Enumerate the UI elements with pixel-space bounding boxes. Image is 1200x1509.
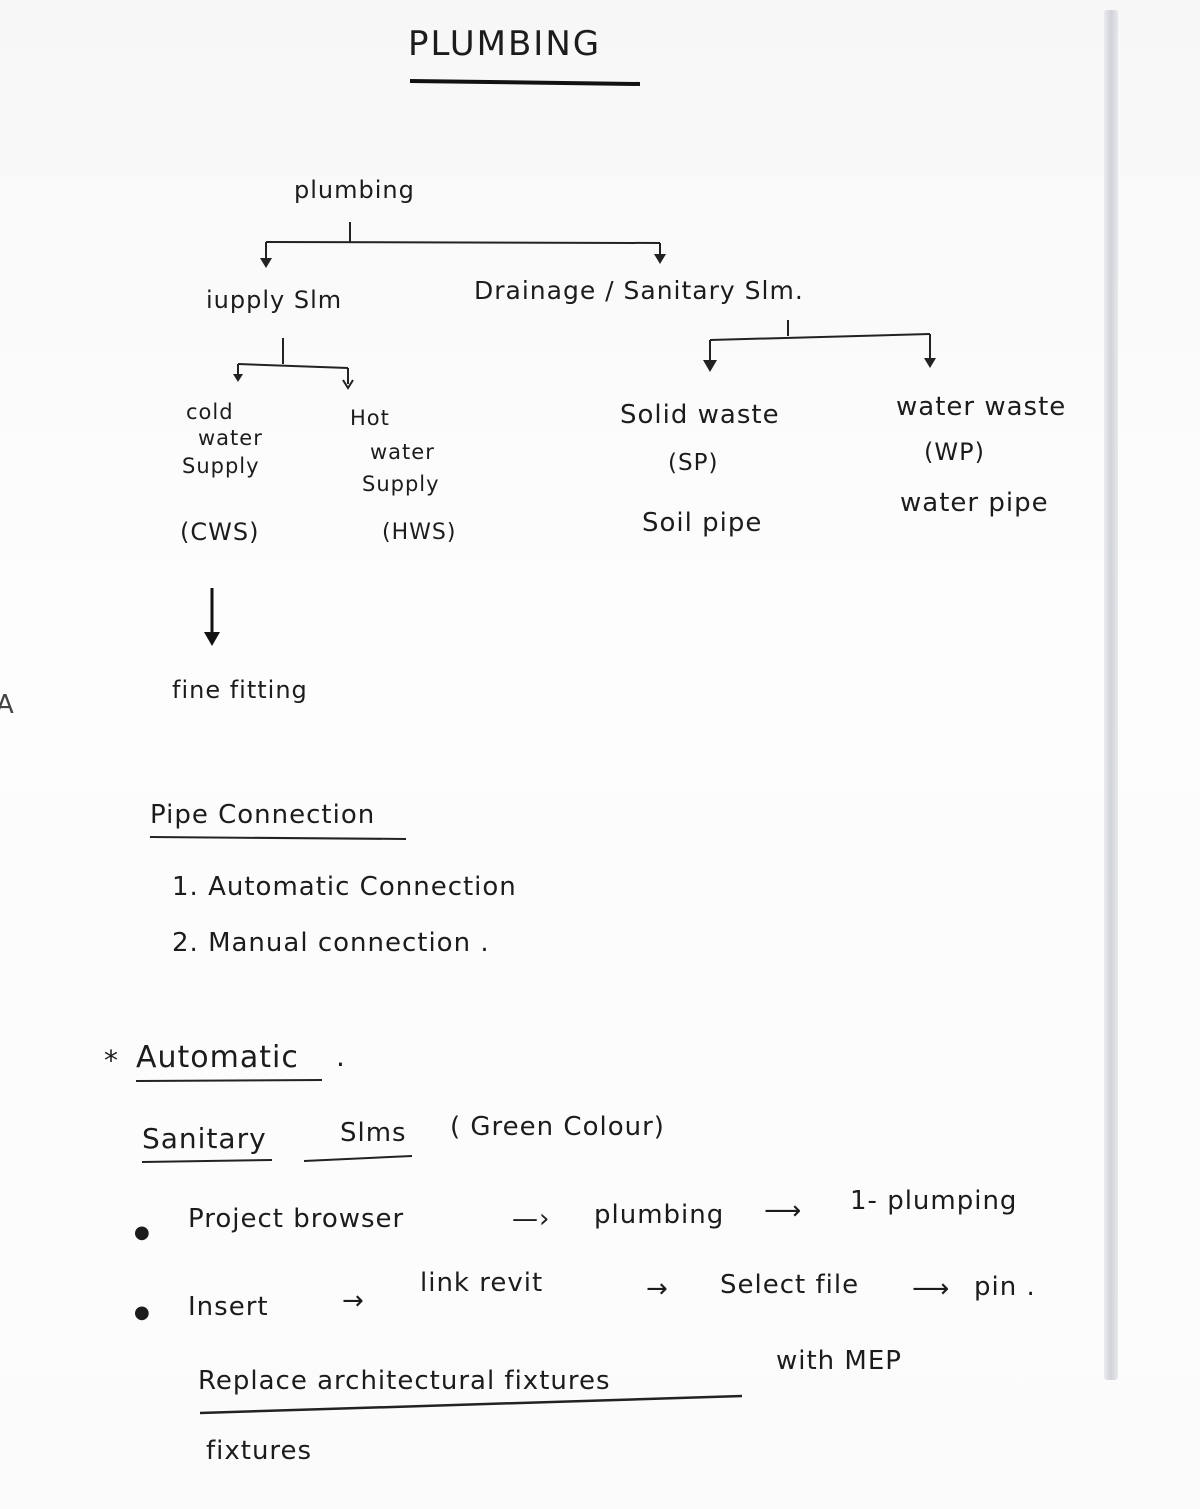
pipe-connection-item-1: 1. Automatic Connection xyxy=(172,872,517,902)
arrow-icon: ⟶ xyxy=(764,1196,803,1226)
cws-line2: water xyxy=(198,426,263,450)
water-pipe: water pipe xyxy=(900,488,1049,518)
solid-waste: Solid waste xyxy=(620,400,780,430)
automatic-heading-dot: . xyxy=(336,1040,346,1073)
replace-line-fixtures: fixtures xyxy=(206,1436,313,1466)
cws-abbr: (CWS) xyxy=(180,518,260,546)
bullet-icon: ● xyxy=(134,1222,151,1243)
hws-abbr: (HWS) xyxy=(382,520,457,545)
hws-line2: water xyxy=(370,440,435,464)
hws-line3: Supply xyxy=(362,472,440,496)
arrow-icon: → xyxy=(646,1274,669,1304)
bullet-icon: ● xyxy=(134,1302,151,1323)
arrow-icon: —› xyxy=(512,1204,551,1234)
bullet-2-link-revit: link revit xyxy=(420,1268,544,1298)
water-waste-abbr: (WP) xyxy=(924,438,985,466)
automatic-heading: Automatic xyxy=(136,1040,299,1075)
replace-line-rest: with MEP xyxy=(776,1346,902,1376)
page-edge xyxy=(1104,10,1118,1380)
tree-root-plumbing: plumbing xyxy=(294,176,415,204)
cws-next-fine-fitting: fine fitting xyxy=(172,676,308,704)
pipe-connection-item-2: 2. Manual connection . xyxy=(172,928,490,958)
asterisk-icon: * xyxy=(104,1044,119,1077)
green-colour-note: ( Green Colour) xyxy=(450,1112,665,1142)
bullet-1-plumping: 1- plumping xyxy=(850,1186,1018,1216)
slms-label: Slms xyxy=(340,1118,407,1148)
replace-line-underlined: Replace architectural fixtures xyxy=(198,1366,611,1396)
pipe-connection-heading: Pipe Connection xyxy=(150,800,376,830)
solid-waste-abbr: (SP) xyxy=(668,450,719,476)
bullet-2-pin: pin . xyxy=(974,1272,1036,1302)
soil-pipe: Soil pipe xyxy=(642,508,763,538)
bullet-2-insert: Insert xyxy=(188,1292,269,1322)
tree-node-drainage: Drainage / Sanitary Slm. xyxy=(474,276,804,305)
tree-node-supply: iupply Slm xyxy=(206,286,343,314)
margin-mark-bottom: ) xyxy=(0,1074,2,1109)
arrow-icon: → xyxy=(342,1286,365,1316)
bullet-1-project-browser: Project browser xyxy=(188,1204,405,1234)
page-title: PLUMBING xyxy=(408,24,602,64)
bullet-1-plumbing: plumbing xyxy=(594,1200,725,1230)
bullet-2-select-file: Select file xyxy=(720,1270,860,1300)
sanitary-label: Sanitary xyxy=(142,1122,267,1155)
hws-line1: Hot xyxy=(350,406,390,430)
cws-line3: Supply xyxy=(182,454,260,478)
margin-mark-middle: A xyxy=(0,690,14,720)
arrow-icon: ⟶ xyxy=(912,1274,951,1304)
water-waste: water waste xyxy=(896,392,1067,422)
cws-line1: cold xyxy=(186,400,234,424)
